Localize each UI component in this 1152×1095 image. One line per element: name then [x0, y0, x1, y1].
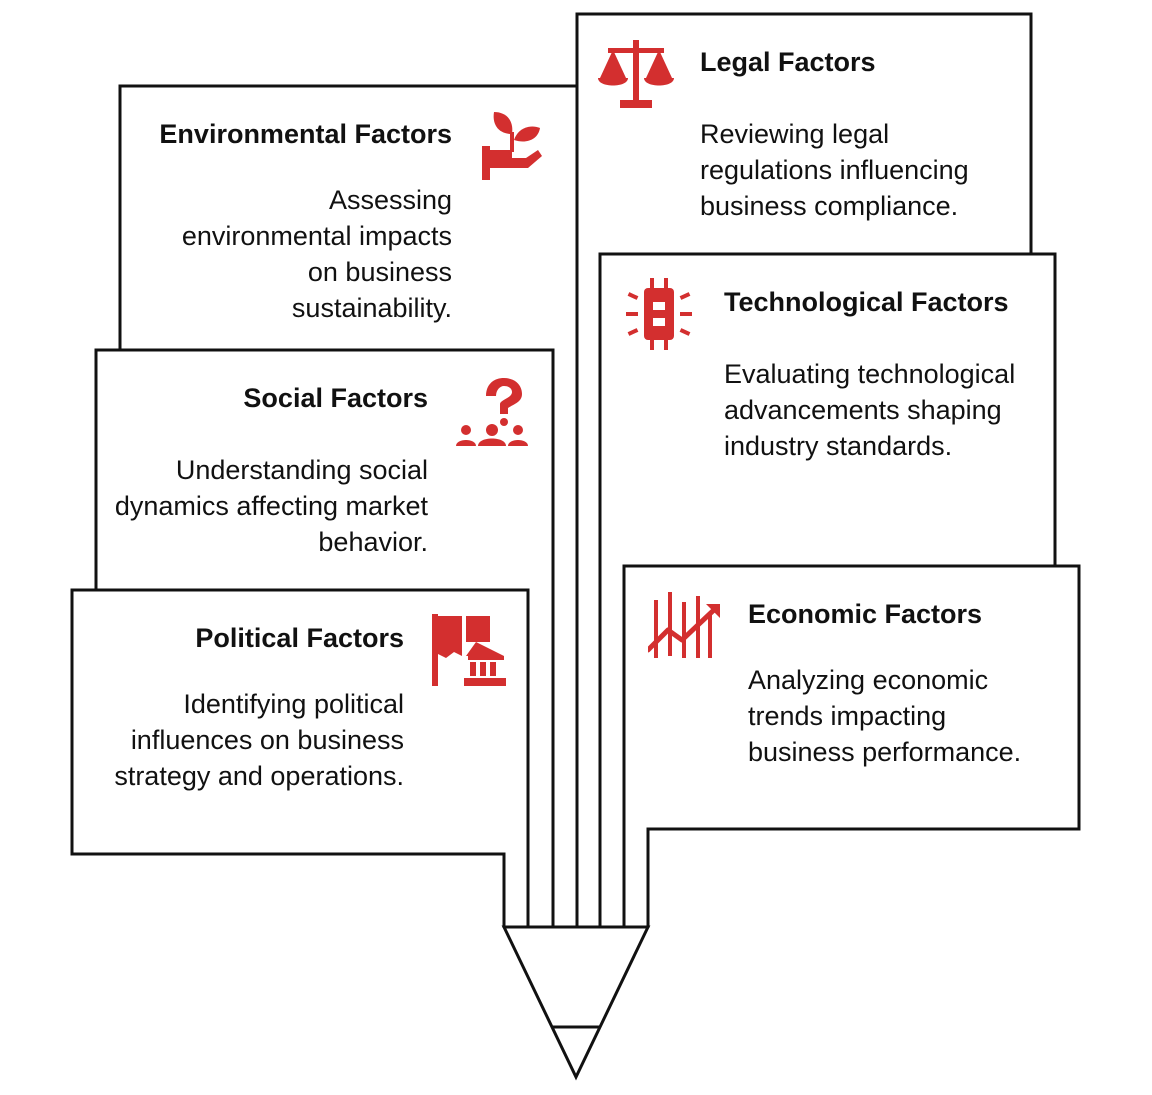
people-question-icon [456, 378, 528, 446]
political-description: Identifying political influences on busi… [114, 689, 404, 791]
political-title: Political Factors [195, 623, 404, 653]
political-card-frame [70, 588, 530, 928]
environmental-description: Assessing environmental impacts on busin… [181, 185, 452, 323]
legal-description: Reviewing legal regulations influencing … [700, 119, 969, 221]
pencil-tip [501, 925, 651, 1081]
technological-title: Technological Factors [724, 287, 1009, 317]
economic-card-frame [622, 564, 1081, 928]
environmental-title: Environmental Factors [159, 119, 452, 149]
social-title: Social Factors [243, 383, 428, 413]
scales-of-justice-icon [598, 40, 674, 108]
economic-title: Economic Factors [748, 599, 983, 629]
plant-in-hand-icon [482, 112, 542, 180]
trend-chart-arrow-icon [648, 592, 720, 658]
flag-government-building-icon [432, 614, 506, 686]
social-description: Understanding social dynamics affecting … [114, 455, 428, 557]
technological-description: Evaluating technological advancements sh… [724, 359, 1016, 461]
economic-description: Analyzing economic trends impacting busi… [748, 665, 1022, 767]
legal-title: Legal Factors [700, 47, 876, 77]
microchip-icon [626, 278, 692, 350]
